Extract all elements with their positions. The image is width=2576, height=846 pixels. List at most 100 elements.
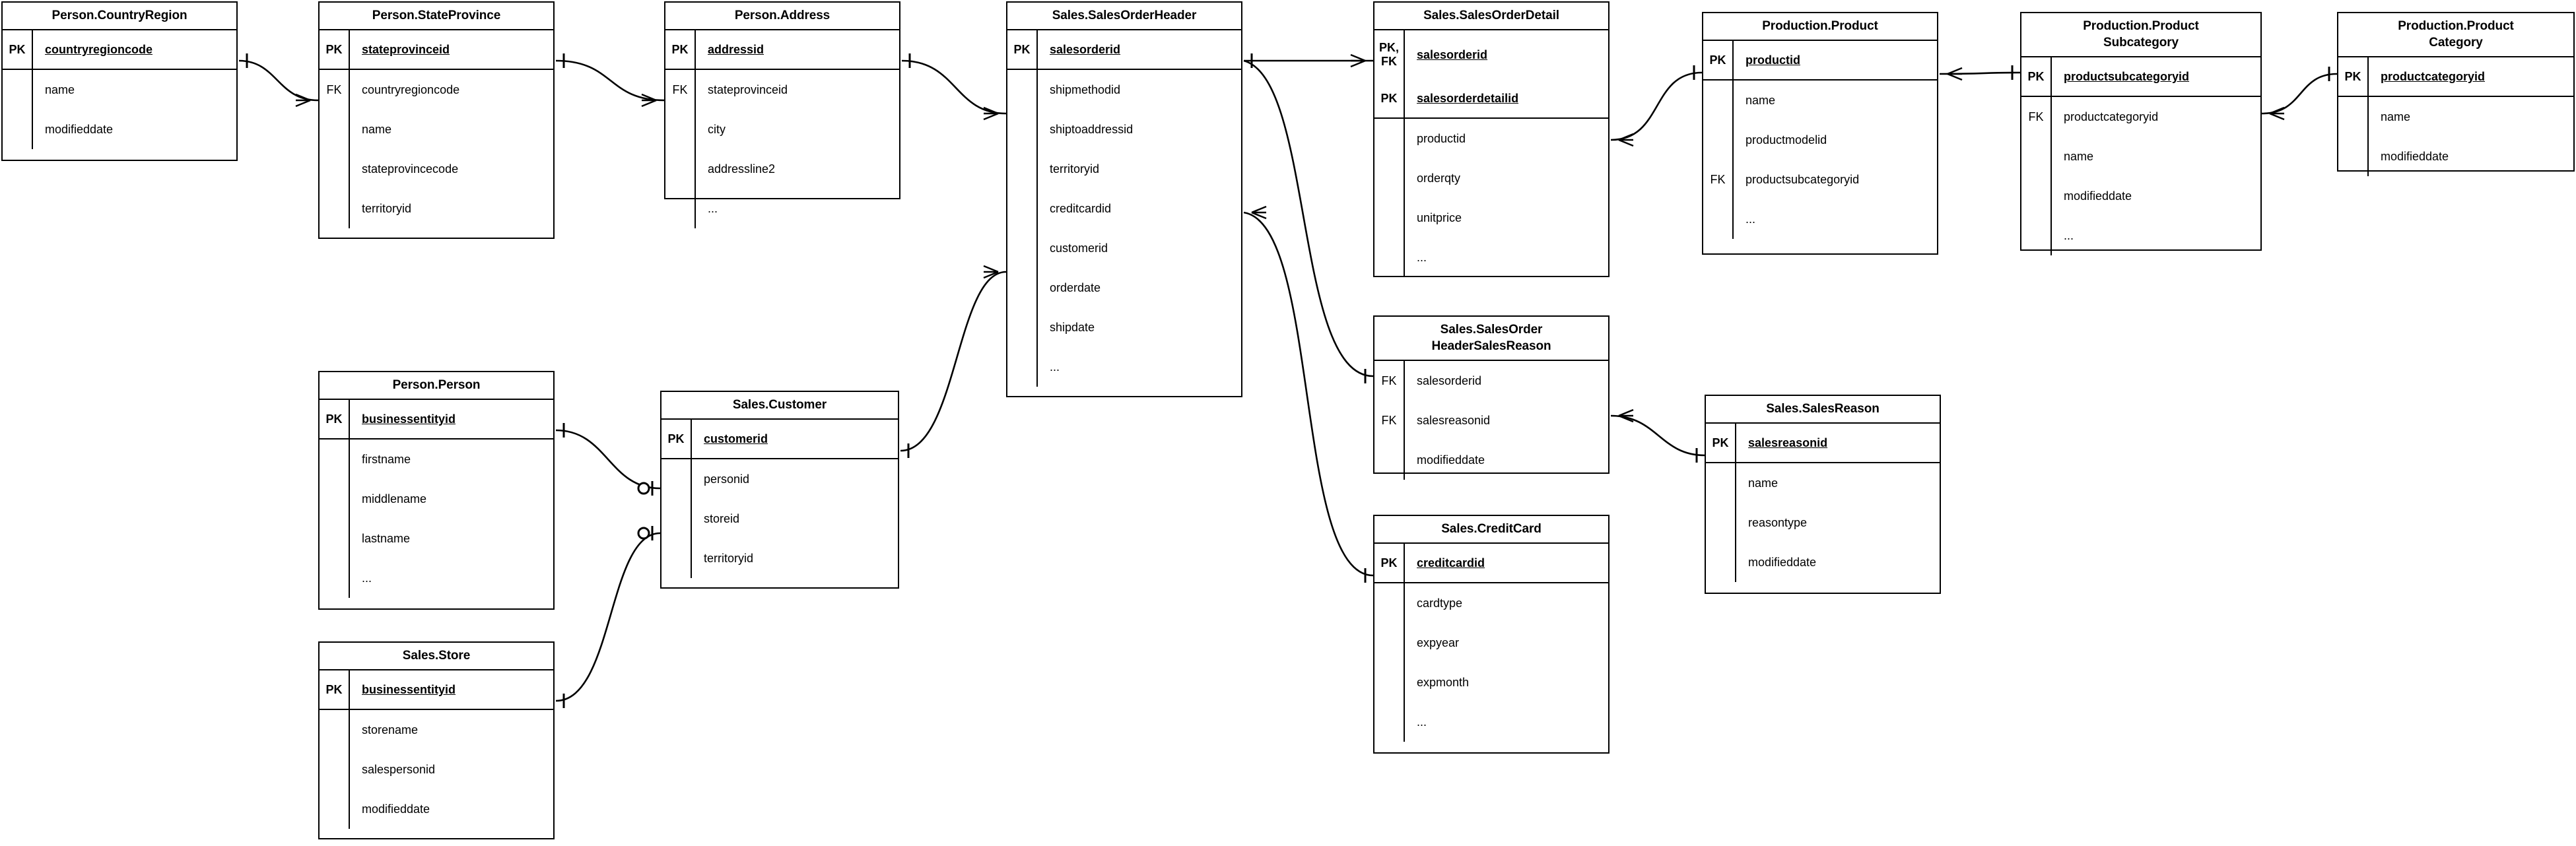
attribute-row[interactable]: creditcardid bbox=[1007, 189, 1241, 228]
attribute-row[interactable]: productmodelid bbox=[1703, 120, 1937, 160]
attribute-row[interactable]: ... bbox=[1007, 347, 1241, 387]
attribute-row[interactable]: modifieddate bbox=[2021, 176, 2260, 216]
attribute-row[interactable]: salespersonid bbox=[320, 750, 553, 789]
attribute-row[interactable]: ... bbox=[2021, 216, 2260, 255]
attribute-row[interactable]: shipdate bbox=[1007, 308, 1241, 347]
attribute-name: ... bbox=[362, 571, 372, 585]
attribute-key-label: PK bbox=[1703, 41, 1734, 79]
attribute-row[interactable]: territoryid bbox=[320, 189, 553, 228]
attribute-key-label: PK bbox=[2021, 57, 2052, 96]
attribute-row[interactable]: modifieddate bbox=[3, 110, 236, 149]
attribute-row[interactable]: name bbox=[2021, 137, 2260, 176]
attribute-name: creditcardid bbox=[1417, 556, 1485, 569]
attribute-row[interactable]: middlename bbox=[320, 479, 553, 519]
attribute-key-label bbox=[665, 110, 696, 149]
attribute-row[interactable]: ... bbox=[1374, 238, 1608, 277]
attribute-row[interactable]: lastname bbox=[320, 519, 553, 558]
attribute-row[interactable]: firstname bbox=[320, 439, 553, 479]
attribute-row[interactable]: name bbox=[1703, 81, 1937, 120]
attribute-row[interactable]: stateprovincecode bbox=[320, 149, 553, 189]
attribute-row[interactable]: territoryid bbox=[1007, 149, 1241, 189]
attribute-row[interactable]: modifieddate bbox=[1374, 440, 1608, 480]
attribute-row[interactable]: name bbox=[3, 70, 236, 110]
attribute-row[interactable]: name bbox=[2338, 97, 2573, 137]
attribute-key-label: PK, FK bbox=[1374, 30, 1405, 79]
attribute-row[interactable]: name bbox=[320, 110, 553, 149]
attribute-name: expyear bbox=[1417, 636, 1460, 649]
attribute-row[interactable]: modifieddate bbox=[320, 789, 553, 829]
attribute-row[interactable]: reasontype bbox=[1706, 503, 1940, 542]
attribute-row[interactable]: unitprice bbox=[1374, 198, 1608, 238]
attribute-row[interactable]: storeid bbox=[661, 499, 898, 538]
attribute-row[interactable]: ... bbox=[320, 558, 553, 598]
attribute-row[interactable]: personid bbox=[661, 459, 898, 499]
attribute-row[interactable]: storename bbox=[320, 710, 553, 750]
attribute-row[interactable]: city bbox=[665, 110, 899, 149]
attribute-row[interactable]: expyear bbox=[1374, 623, 1608, 663]
attribute-row[interactable]: territoryid bbox=[661, 538, 898, 578]
attribute-name: name bbox=[1748, 476, 1779, 490]
attribute-name: modifieddate bbox=[45, 123, 114, 136]
attribute-name: stateprovincecode bbox=[362, 162, 459, 176]
attribute-row[interactable]: productid bbox=[1374, 119, 1608, 158]
attribute-row[interactable]: ... bbox=[665, 189, 899, 228]
attribute-row[interactable]: cardtype bbox=[1374, 583, 1608, 623]
attribute-row[interactable]: shiptoaddressid bbox=[1007, 110, 1241, 149]
relationship-rel-salesorderdetail-product bbox=[1610, 65, 1703, 147]
attribute-key-label bbox=[1374, 238, 1405, 277]
attribute-row[interactable]: addressline2 bbox=[665, 149, 899, 189]
attribute-row[interactable]: ... bbox=[1374, 702, 1608, 742]
attribute-row[interactable]: customerid bbox=[1007, 228, 1241, 268]
attribute-row[interactable]: name bbox=[1706, 463, 1940, 503]
attribute-row[interactable]: modifieddate bbox=[1706, 542, 1940, 582]
attribute-row[interactable]: expmonth bbox=[1374, 663, 1608, 702]
attribute-row[interactable]: orderqty bbox=[1374, 158, 1608, 198]
attribute-key-label bbox=[320, 519, 350, 558]
attribute-row[interactable]: modifieddate bbox=[2338, 137, 2573, 176]
attribute-row[interactable]: ... bbox=[1703, 199, 1937, 239]
attribute-key-label bbox=[1374, 119, 1405, 158]
attribute-row[interactable]: orderdate bbox=[1007, 268, 1241, 308]
attribute-row[interactable]: shipmethodid bbox=[1007, 70, 1241, 110]
attribute-key-label bbox=[661, 459, 692, 499]
attribute-name: modifieddate bbox=[362, 802, 430, 816]
